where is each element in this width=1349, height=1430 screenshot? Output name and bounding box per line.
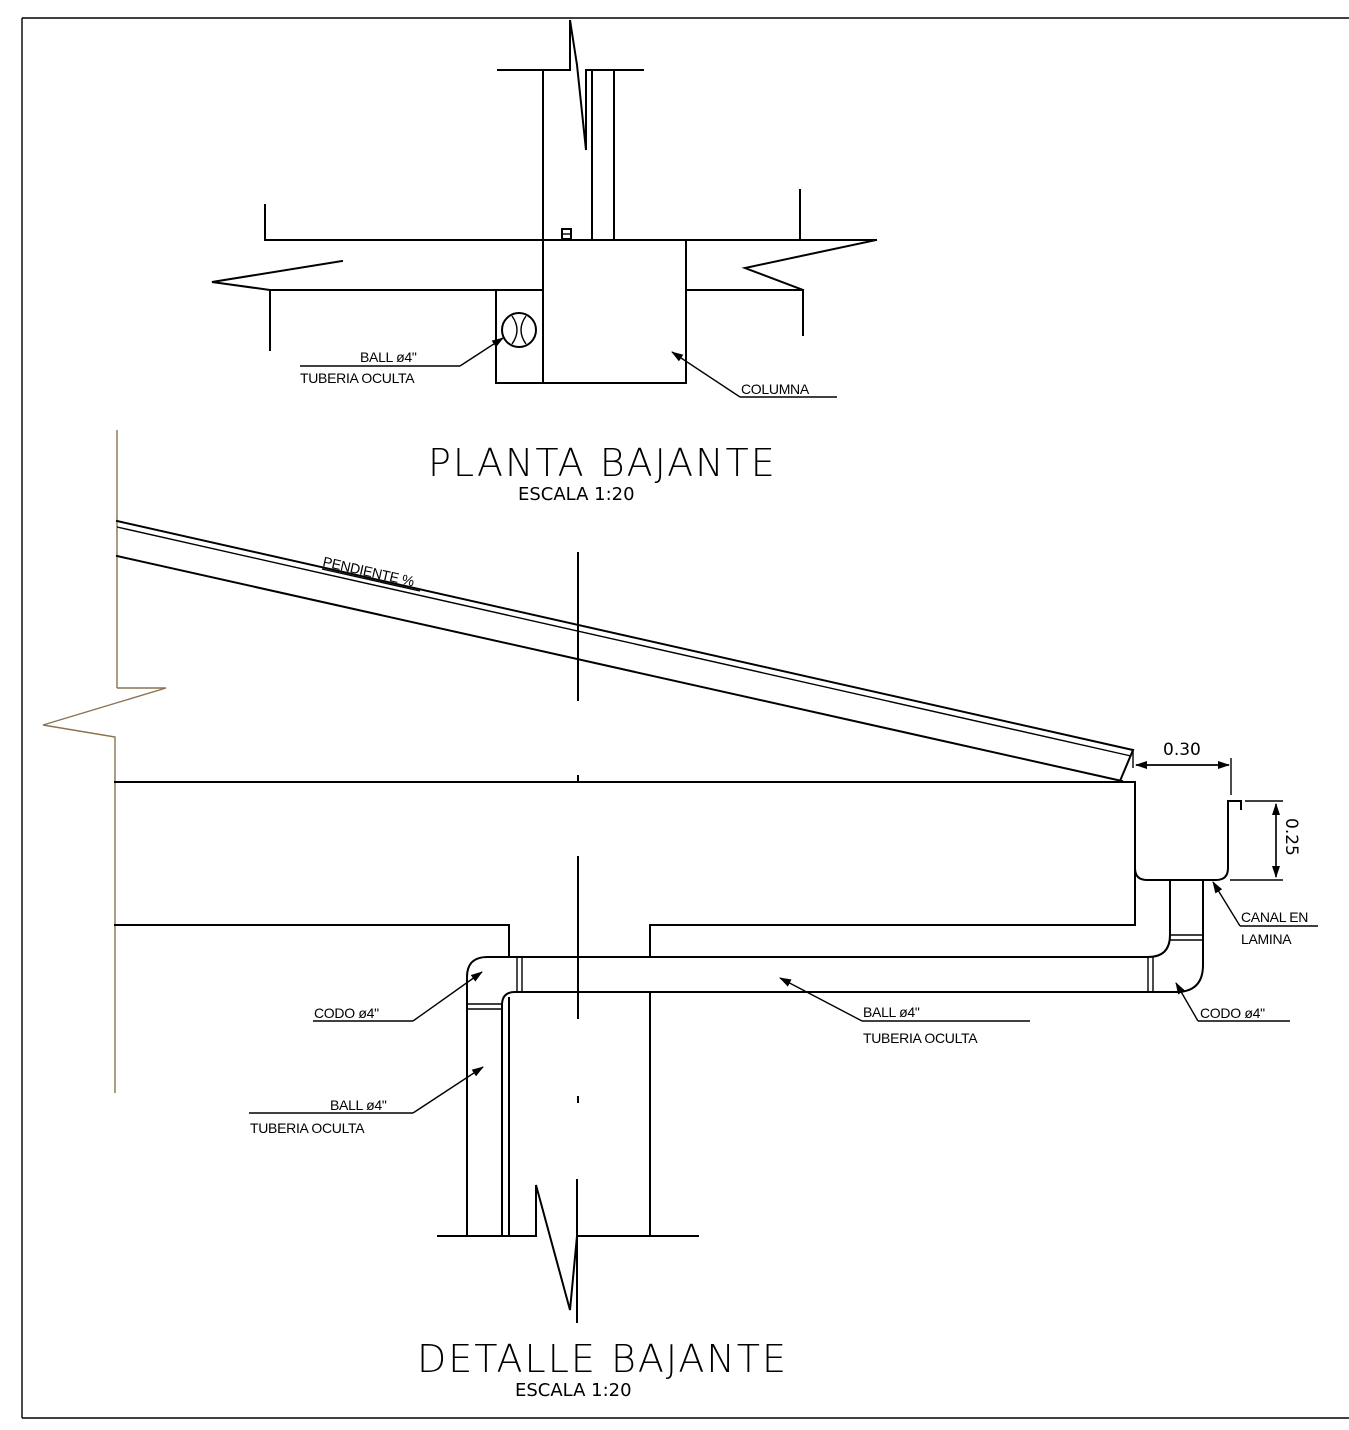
dim-height bbox=[1230, 800, 1283, 881]
plan-title: PLANTA BAJANTE bbox=[428, 441, 777, 485]
column-leader bbox=[671, 351, 837, 398]
gutter-label: CANAL EN bbox=[1241, 909, 1308, 925]
horizontal-pipe-sublabel: TUBERIA OCULTA bbox=[863, 1030, 978, 1046]
dim-height-value: 0.25 bbox=[1281, 818, 1301, 856]
pipe-chase bbox=[495, 289, 544, 384]
gutter-downpipe bbox=[1169, 879, 1204, 966]
gutter bbox=[1134, 781, 1242, 881]
detail-title: DETALLE BAJANTE bbox=[417, 1337, 788, 1381]
left-wall bbox=[42, 430, 167, 1093]
slope-label-underline bbox=[321, 568, 421, 592]
plan-view: BALL ø4" TUBERIA OCULTA COLUMNA PLANTA B… bbox=[211, 19, 878, 505]
pipe-circle bbox=[501, 312, 537, 348]
vertical-pipe-leader bbox=[249, 1066, 484, 1114]
horizontal-pipe-label: BALL ø4" bbox=[863, 1004, 920, 1020]
dim-width-value: 0.30 bbox=[1163, 740, 1201, 760]
right-elbow-label: CODO ø4" bbox=[1200, 1005, 1265, 1021]
vertical-pipe bbox=[466, 991, 651, 1237]
column-label: COLUMNA bbox=[741, 381, 810, 397]
left-elbow-leader bbox=[313, 971, 483, 1022]
plan-walls bbox=[211, 189, 878, 351]
detail-scale: ESCALA 1:20 bbox=[515, 1380, 632, 1401]
detail-view: PENDIENTE % 0.30 bbox=[42, 430, 1318, 1401]
dim-width bbox=[1132, 750, 1232, 795]
roof-slope bbox=[115, 519, 1135, 783]
left-elbow-label: CODO ø4" bbox=[314, 1005, 379, 1021]
gutter-sublabel: LAMINA bbox=[1241, 931, 1292, 947]
left-elbow bbox=[466, 955, 517, 1010]
gutter-leader bbox=[1212, 881, 1318, 927]
plan-pipe-sublabel: TUBERIA OCULTA bbox=[300, 370, 415, 386]
vertical-pipe-sublabel: TUBERIA OCULTA bbox=[250, 1120, 365, 1136]
plan-pipe-label: BALL ø4" bbox=[360, 349, 417, 365]
bottom-break-line bbox=[437, 1179, 699, 1323]
plan-scale: ESCALA 1:20 bbox=[518, 484, 635, 505]
sheet-border bbox=[21, 17, 1349, 1419]
vertical-pipe-label: BALL ø4" bbox=[330, 1097, 387, 1113]
column bbox=[542, 239, 687, 384]
beam bbox=[114, 781, 1136, 958]
horizontal-pipe bbox=[486, 956, 1177, 993]
horizontal-pipe-leader bbox=[779, 977, 1030, 1022]
plan-pipe-leader bbox=[300, 337, 504, 367]
right-elbow-leader bbox=[1175, 982, 1290, 1022]
top-break-line bbox=[497, 19, 644, 241]
